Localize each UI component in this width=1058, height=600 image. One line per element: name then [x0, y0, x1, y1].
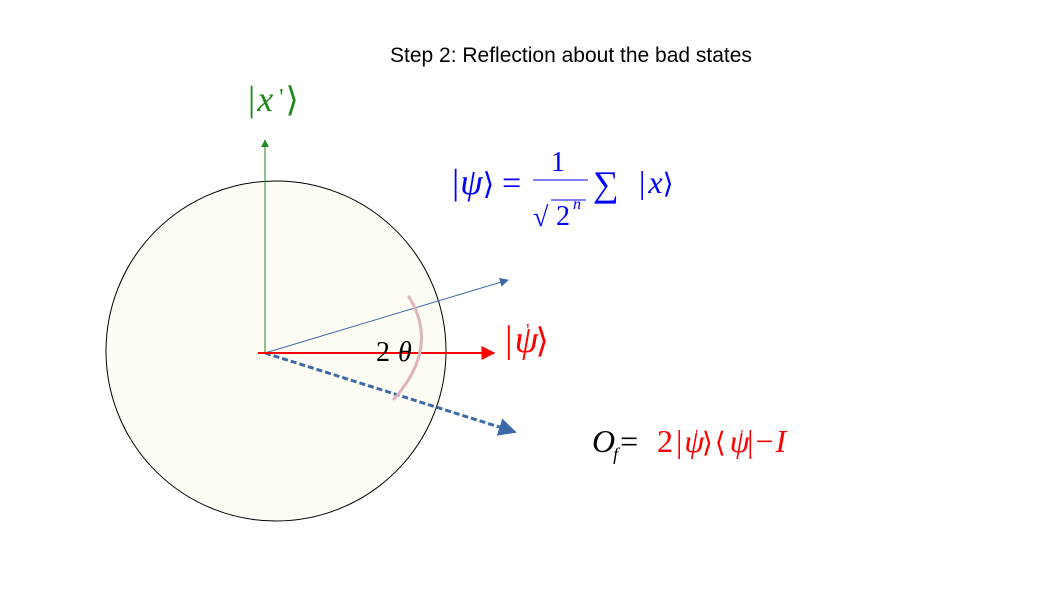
oracle-formula: Of= 2|ψ'⟩⟨ψ'|−I: [592, 423, 788, 464]
psi-prime-label: |ψ'⟩: [505, 319, 549, 361]
psi-state-arrow: [264, 278, 509, 354]
summation-symbol: ∑: [593, 164, 619, 204]
radicand: 2: [556, 201, 570, 232]
fraction-numerator: 1: [551, 147, 565, 178]
diagram-title: Step 2: Reflection about the bad states: [390, 44, 752, 67]
oracle-coefficient: 2|ψ'⟩⟨ψ'|−I: [657, 423, 788, 459]
oracle-operator: Of=: [592, 423, 638, 464]
angle-arc: [392, 295, 423, 401]
unit-circle: [105, 180, 447, 522]
psi-equals: =: [502, 165, 521, 202]
psi-ket: |ψ⟩: [452, 162, 494, 202]
x-ket: |x⟩: [639, 164, 674, 200]
radicand-exponent: n: [573, 196, 581, 213]
radical-sign: √: [533, 202, 549, 233]
x-prime-label: |x'⟩: [248, 79, 299, 119]
psi-definition-formula: |ψ⟩ = 1 √ 2 n ∑ |x⟩: [452, 147, 674, 233]
reflected-state-arrow: [264, 351, 517, 436]
